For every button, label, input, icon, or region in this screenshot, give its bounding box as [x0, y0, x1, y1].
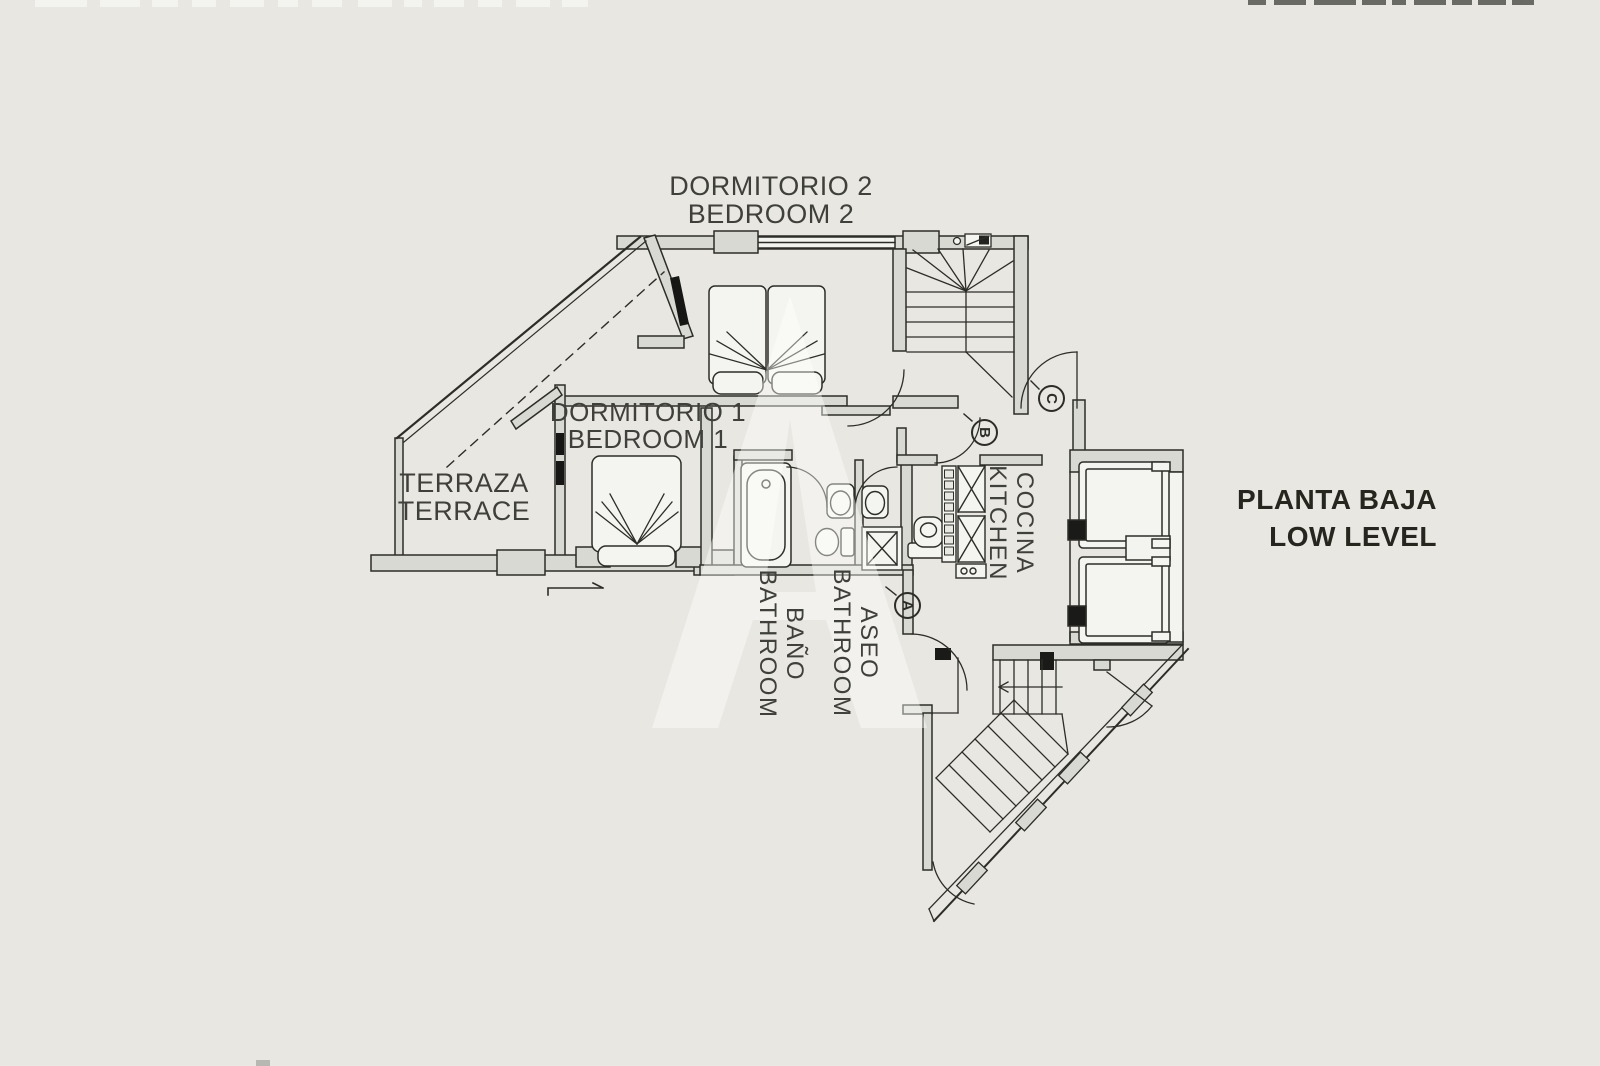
floor-title-es: PLANTA BAJA	[1237, 484, 1437, 515]
entrance-arrow	[547, 581, 605, 596]
bedroom2-label-es: DORMITORIO 2	[669, 171, 873, 201]
kitchen-units-icon	[941, 465, 987, 579]
walls	[370, 230, 1184, 871]
section-marker-b: B	[971, 419, 998, 446]
section-marker-b-letter: B	[976, 427, 993, 438]
electrical-panel-icon	[952, 233, 992, 248]
bathroom-label-en: BATHROOM	[754, 569, 781, 719]
terrace-label-es: TERRAZA	[399, 468, 529, 498]
toilet-label: ASEO BATHROOM	[828, 533, 882, 753]
bedroom2-label: DORMITORIO 2 BEDROOM 2	[621, 172, 921, 228]
kitchen-label-es: COCINA	[1011, 471, 1038, 575]
terrace-label: TERRAZA TERRACE	[364, 469, 564, 525]
kitchen-label-en: KITCHEN	[984, 465, 1011, 581]
bedroom1-label-es: DORMITORIO 1	[549, 397, 747, 427]
agency-watermark	[652, 296, 927, 728]
floor-title: PLANTA BAJA LOW LEVEL	[1117, 481, 1437, 555]
bathroom-label: BAÑO BATHROOM	[754, 534, 808, 754]
toilet-icon	[814, 527, 855, 557]
section-marker-a: A	[894, 592, 921, 619]
door-arcs	[786, 351, 1153, 905]
section-marker-ticks	[885, 380, 1040, 596]
bedroom1-label-en: BEDROOM 1	[567, 424, 729, 454]
elevator-icon	[1067, 461, 1171, 644]
bedroom1-label: DORMITORIO 1 BEDROOM 1	[498, 399, 798, 453]
lower-stairs-icon	[931, 657, 1069, 833]
entry-facade-wall	[928, 643, 1190, 923]
section-marker-c-letter: C	[1043, 393, 1060, 404]
sink-icon	[826, 483, 889, 519]
floor-title-en: LOW LEVEL	[1269, 521, 1437, 552]
section-marker-c: C	[1038, 385, 1065, 412]
section-marker-a-letter: A	[899, 600, 916, 611]
toilet-label-en: BATHROOM	[828, 568, 855, 718]
upper-stairs-icon	[906, 248, 1015, 398]
double-bed-icon	[708, 285, 826, 395]
bathroom-label-es: BAÑO	[781, 606, 808, 681]
terrace-roof-edge	[395, 235, 665, 468]
terrace-label-en: TERRACE	[397, 496, 531, 526]
toilet-label-es: ASEO	[855, 606, 882, 680]
bathtub-icon	[740, 462, 792, 568]
shower-icon	[861, 526, 903, 571]
cropped-text-artifacts	[35, 0, 1534, 1066]
bedroom2-label-en: BEDROOM 2	[687, 199, 855, 229]
single-bed-icon	[591, 455, 682, 567]
kitchen-label: COCINA KITCHEN	[984, 413, 1038, 633]
